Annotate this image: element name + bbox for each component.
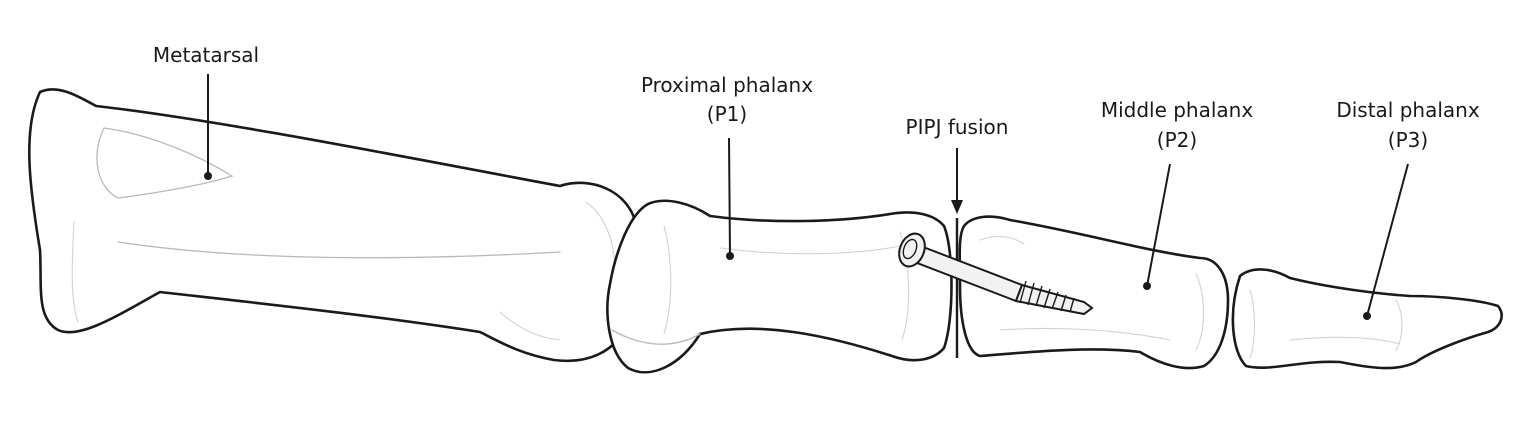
label-proximal-phalanx: Proximal phalanx (641, 73, 813, 97)
marker-proximal-phalanx (726, 252, 734, 260)
metatarsal-bone (28, 88, 641, 363)
leader-middle-phalanx (1146, 163, 1171, 287)
leader-distal-phalanx (1366, 163, 1409, 317)
label-pipj-fusion: PIPJ fusion (906, 115, 1009, 139)
screw-icon (898, 232, 1094, 316)
marker-metatarsal (204, 172, 212, 180)
leader-proximal-phalanx (728, 137, 731, 257)
label-middle-phalanx: Middle phalanx (1101, 98, 1254, 122)
label-distal-phalanx: Distal phalanx (1336, 98, 1480, 122)
label-middle-phalanx-code: (P2) (1157, 128, 1197, 152)
proximal-phalanx-bone (606, 199, 953, 374)
marker-distal-phalanx (1363, 312, 1371, 320)
label-proximal-phalanx-code: (P1) (707, 102, 747, 126)
label-metatarsal: Metatarsal (153, 43, 259, 67)
label-distal-phalanx-code: (P3) (1388, 128, 1428, 152)
arrowhead-pipj-fusion (951, 200, 963, 214)
middle-phalanx-bone (958, 215, 1230, 370)
marker-middle-phalanx (1143, 282, 1151, 290)
